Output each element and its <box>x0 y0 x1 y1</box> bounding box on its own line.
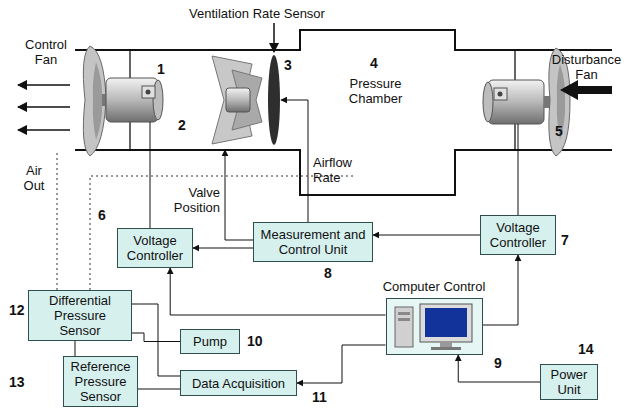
callout-number: 13 <box>9 375 25 390</box>
callout-number: 6 <box>98 208 106 223</box>
part-label: Ventilation Rate Sensor <box>172 6 342 21</box>
signal-connector <box>373 235 480 236</box>
airflow-rate-line <box>281 100 308 222</box>
part-label: Pressure Chamber <box>338 76 413 106</box>
callout-number: 2 <box>178 118 186 133</box>
callout-number: 7 <box>561 233 569 248</box>
part-label: Valve Position <box>166 185 220 215</box>
callout-number: 11 <box>312 390 327 405</box>
box-label: Voltage Controller <box>121 233 189 263</box>
duct-wall <box>75 30 612 50</box>
data-acquisition-box: Data Acquisition <box>180 370 297 396</box>
voltage-controller: Voltage Controller <box>117 228 193 268</box>
part-label: Airflow Rate <box>313 155 368 185</box>
box-label: Reference Pressure Sensor <box>67 359 134 404</box>
computer-icon <box>387 299 482 354</box>
signal-connector <box>483 255 519 325</box>
box-label: Voltage Controller <box>484 220 552 250</box>
callout-number: 10 <box>247 334 263 349</box>
callout-number: 1 <box>157 62 165 77</box>
callout-number: 3 <box>284 58 292 73</box>
motor-wire <box>150 122 151 228</box>
signal-connector <box>193 248 253 249</box>
pump-box: Pump <box>180 329 240 354</box>
computer-frame <box>386 298 483 355</box>
box-label: Measurement and Control Unit <box>257 227 369 257</box>
computer-icon: Computer Control <box>378 279 490 355</box>
signal-connector <box>170 268 385 315</box>
disturbance-arrow <box>560 80 612 100</box>
sensor-box: Differential Pressure Sensor <box>28 290 132 341</box>
signal-connector <box>458 355 540 382</box>
ventilation-rate-sensor <box>212 23 280 145</box>
box-label: Power Unit <box>544 367 594 397</box>
part-label: Control Fan <box>18 37 74 67</box>
control-fan <box>83 46 163 156</box>
power-unit-box: Power Unit <box>540 364 598 400</box>
box-label: Differential Pressure Sensor <box>32 293 128 338</box>
callout-number: 14 <box>578 342 594 357</box>
callout-number: 4 <box>370 56 378 71</box>
callout-number: 12 <box>9 303 25 318</box>
signal-connector <box>132 333 180 342</box>
valve-position-line <box>225 150 253 240</box>
pressure-tube <box>57 152 58 290</box>
motor-wire <box>518 124 519 215</box>
control-unit-box: Measurement and Control Unit <box>253 222 373 262</box>
callout-number: 8 <box>324 266 332 281</box>
signal-connector <box>132 304 180 376</box>
signal-connector <box>75 341 76 356</box>
duct-wall <box>75 150 612 195</box>
callout-number: 9 <box>494 356 502 371</box>
callout-number: 5 <box>555 124 563 139</box>
signal-connector <box>138 389 180 390</box>
box-label: Data Acquisition <box>192 376 285 391</box>
voltage-controller: Voltage Controller <box>480 215 556 255</box>
box-label: Pump <box>193 334 227 349</box>
computer-heading: Computer Control <box>378 279 490 295</box>
part-label: Air Out <box>14 163 54 193</box>
sensor-box: Reference Pressure Sensor <box>63 356 138 407</box>
signal-connector <box>297 345 386 383</box>
part-label: Disturbance Fan <box>549 52 624 82</box>
air-out-arrows <box>18 85 70 130</box>
